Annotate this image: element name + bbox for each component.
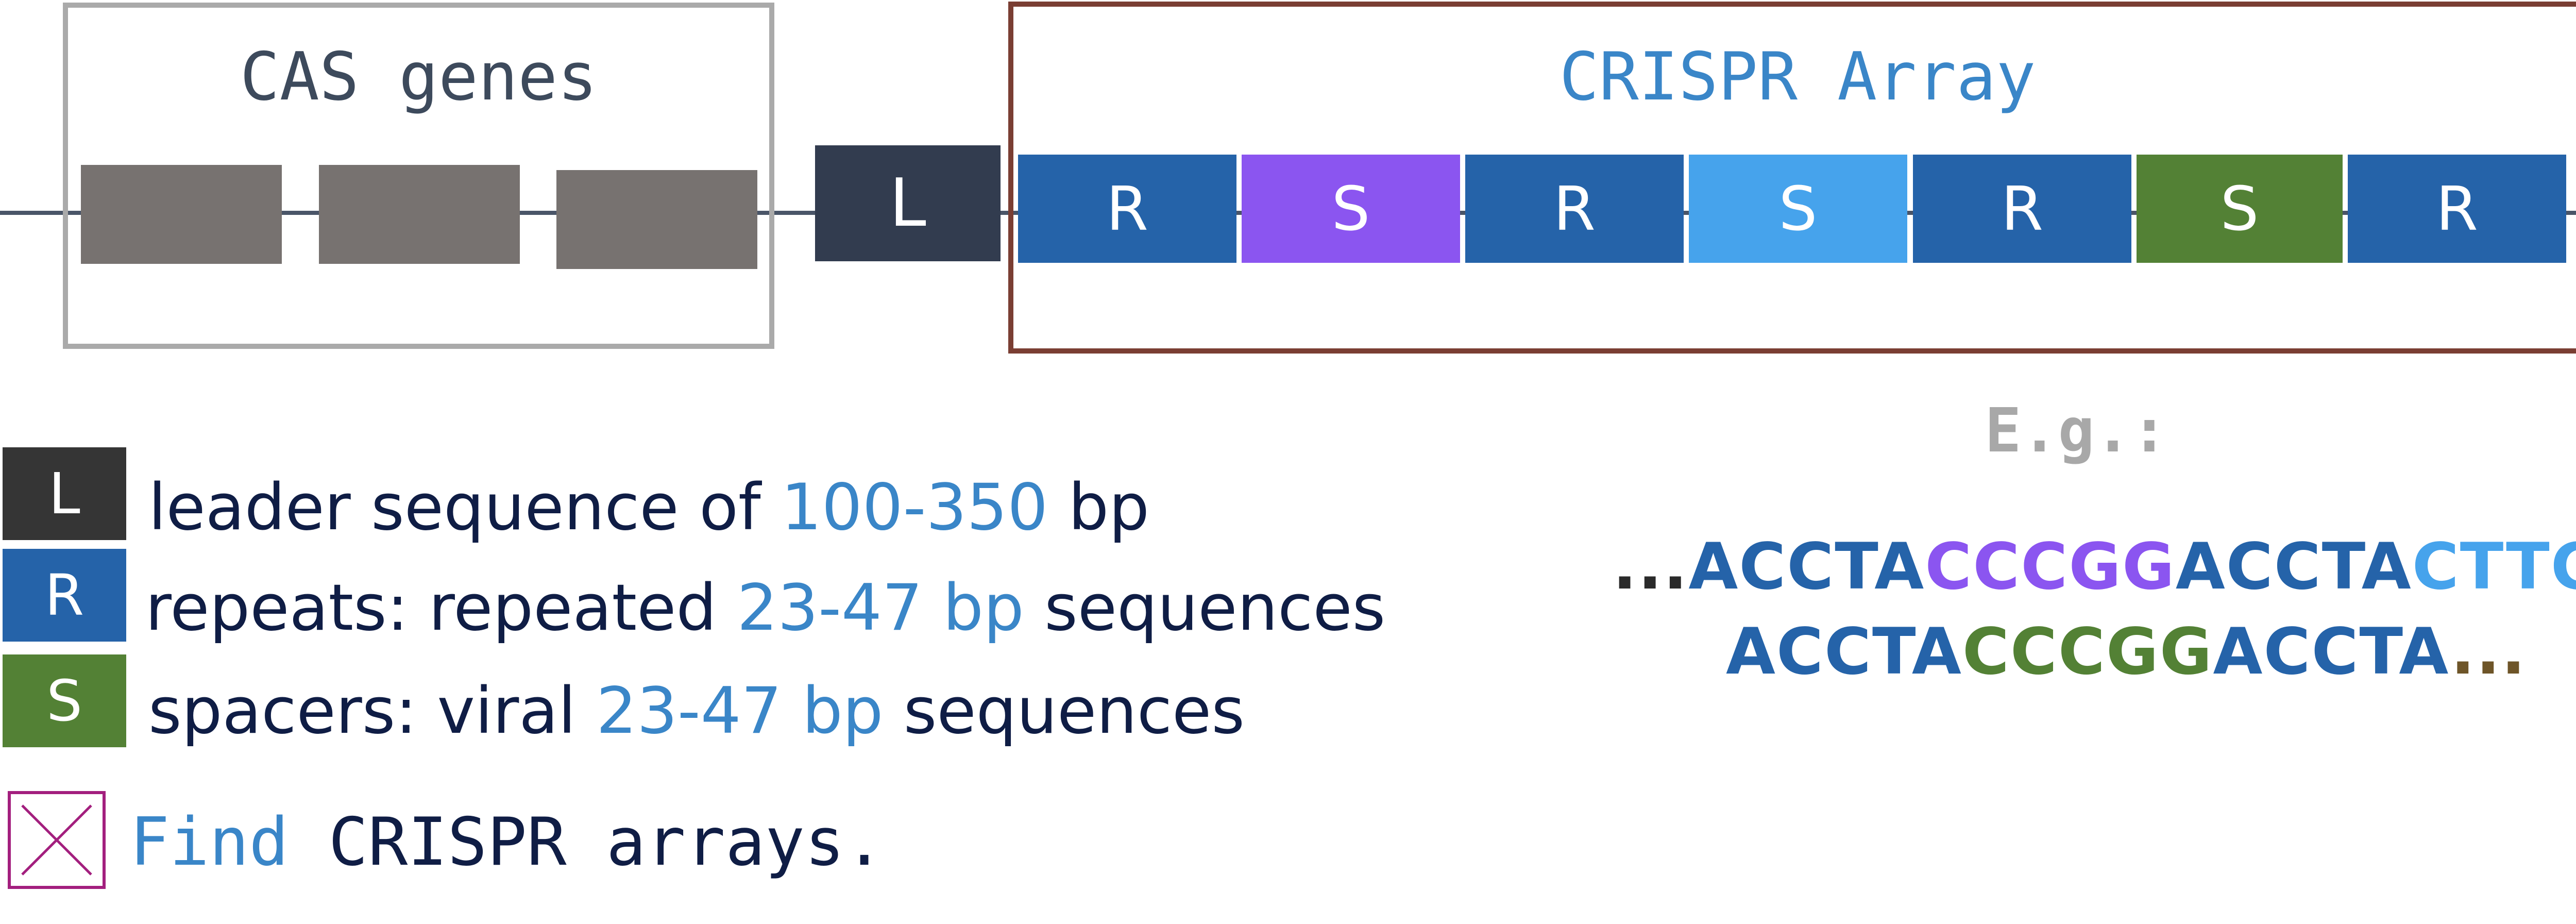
legend-leader-text: leader sequence of 100-350 bp xyxy=(148,471,1149,545)
sequence-line-2-part-1: ACCTA xyxy=(1726,615,1962,689)
array-segment-repeat-4: R xyxy=(2348,155,2566,263)
task-verb: Find xyxy=(130,804,289,881)
task-cross-icon xyxy=(21,804,92,876)
cas-gene-block-1 xyxy=(81,165,282,264)
task-checkbox[interactable] xyxy=(8,791,106,889)
sequence-line-1-part-5: CTTCG xyxy=(2412,530,2576,604)
array-segment-repeat-1: R xyxy=(1018,155,1236,263)
array-segment-repeat-3: R xyxy=(1913,155,2131,263)
task-rest: CRISPR arrays. xyxy=(289,804,885,881)
cas-genes-box xyxy=(63,3,774,349)
leader-block: L xyxy=(815,145,1001,261)
cas-gene-block-3 xyxy=(556,170,757,269)
crispr-array-title: CRISPR Array xyxy=(1559,39,2036,115)
array-segment-repeat-2: R xyxy=(1465,155,1684,263)
cas-gene-block-2 xyxy=(319,165,520,264)
example-sequence-line-1: ...ACCTACCCGGACCTACTTCG xyxy=(1613,526,2576,608)
example-sequence-line-2: ACCTACCCGGACCTA... xyxy=(1726,611,2527,693)
array-segment-spacer-3: S xyxy=(2137,155,2343,263)
array-segment-spacer-2: S xyxy=(1689,155,1907,263)
sequence-line-1-part-4: ACCTA xyxy=(2175,530,2412,604)
sequence-line-1-part-1: ... xyxy=(1613,530,1689,604)
sequence-line-1-part-2: ACCTA xyxy=(1688,530,1925,604)
sequence-line-2-part-4: ... xyxy=(2450,615,2527,689)
cas-genes-title: CAS genes xyxy=(240,39,598,115)
legend-spacers-symbol: S xyxy=(3,654,126,747)
sequence-line-1-part-3: CCCGG xyxy=(1925,530,2176,604)
legend-spacers-text: spacers: viral 23-47 bp sequences xyxy=(148,674,1245,748)
legend-leader-symbol: L xyxy=(3,447,126,540)
sequence-line-2-part-2: CCCGG xyxy=(1962,615,2213,689)
sequence-line-2-part-3: ACCTA xyxy=(2213,615,2451,689)
legend-repeats-text: repeats: repeated 23-47 bp sequences xyxy=(145,571,1386,645)
array-segment-spacer-1: S xyxy=(1242,155,1460,263)
task-text: Find CRISPR arrays. xyxy=(130,796,884,889)
example-label: E.g.: xyxy=(1985,395,2168,466)
crispr-array-box xyxy=(1008,2,2576,354)
legend-repeats-symbol: R xyxy=(3,549,126,642)
